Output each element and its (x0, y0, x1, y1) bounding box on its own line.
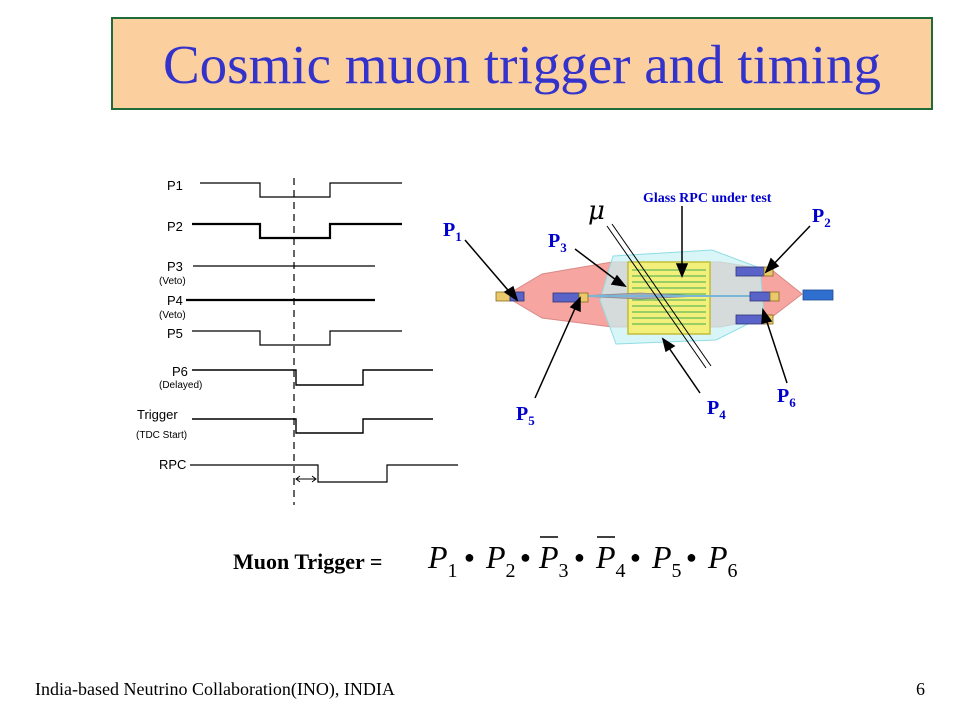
paddle-label-p1: P1 (443, 219, 462, 244)
label-arrows (464, 206, 811, 399)
muon-symbol: μ (588, 196, 605, 226)
footer-organization: India-based Neutrino Collaboration(INO),… (35, 679, 395, 699)
formula-dot-2: ● (520, 547, 531, 567)
signal-label-p3: P3 (167, 259, 183, 274)
paddle-label-p3: P3 (548, 230, 567, 255)
pmt-tubes (495, 266, 834, 325)
waveform-p5 (192, 330, 402, 346)
waveform-p1 (200, 182, 402, 198)
setup-diagram: μ Glass RPC under test P1 P2 P3 P4 (443, 191, 834, 428)
paddle-label-p2: P2 (812, 205, 831, 230)
signal-label-trigger: Trigger (137, 407, 178, 422)
formula-dot-1: ● (464, 547, 475, 567)
waveform-rpc (190, 464, 458, 483)
formula-dot-4: ● (630, 547, 641, 567)
paddle-label-p5: P5 (516, 403, 535, 428)
paddle-label-p6: P6 (777, 385, 796, 410)
signal-label-rpc: RPC (159, 457, 186, 472)
signal-note-trigger: (TDC Start) (136, 430, 187, 441)
waveform-trigger (192, 418, 433, 434)
formula-term-p6: P6 (707, 539, 738, 582)
signal-label-p6: P6 (172, 364, 188, 379)
formula-term-p2: P2 (485, 539, 516, 582)
slide-title: Cosmic muon trigger and timing (163, 34, 881, 95)
signal-label-p2: P2 (167, 219, 183, 234)
title-box: Cosmic muon trigger and timing (111, 17, 933, 110)
formula-dot-5: ● (686, 547, 697, 567)
signal-label-p4: P4 (167, 293, 183, 308)
formula-term-p1: P1 (427, 539, 458, 582)
signal-label-p1: P1 (167, 178, 183, 193)
rpc-under-test-label: Glass RPC under test (643, 191, 772, 206)
signal-label-p5: P5 (167, 326, 183, 341)
signal-note-p3: (Veto) (159, 276, 186, 287)
formula-term-p5: P5 (651, 539, 682, 582)
waveform-p2 (192, 222, 402, 240)
timing-diagram: P1 P2 P3 (Veto) P4 (Veto) P5 P6 (Delayed… (136, 178, 458, 505)
signal-note-p4: (Veto) (159, 310, 186, 321)
formula-term-p4: P4 (595, 539, 626, 582)
paddle-label-p4: P4 (707, 397, 726, 422)
formula-label: Muon Trigger = (233, 549, 383, 574)
muon-track (606, 225, 707, 369)
signal-note-p6: (Delayed) (159, 380, 202, 391)
waveform-p6 (192, 369, 433, 386)
footer-page-number: 6 (916, 679, 925, 699)
trigger-formula: P1 ● P2 ● P3 ● P4 ● P5 ● P6 (427, 536, 738, 582)
formula-term-p3: P3 (538, 539, 569, 582)
paddle-labels: P1 P2 P3 P4 P5 P6 (443, 205, 831, 428)
formula-dot-3: ● (574, 547, 585, 567)
